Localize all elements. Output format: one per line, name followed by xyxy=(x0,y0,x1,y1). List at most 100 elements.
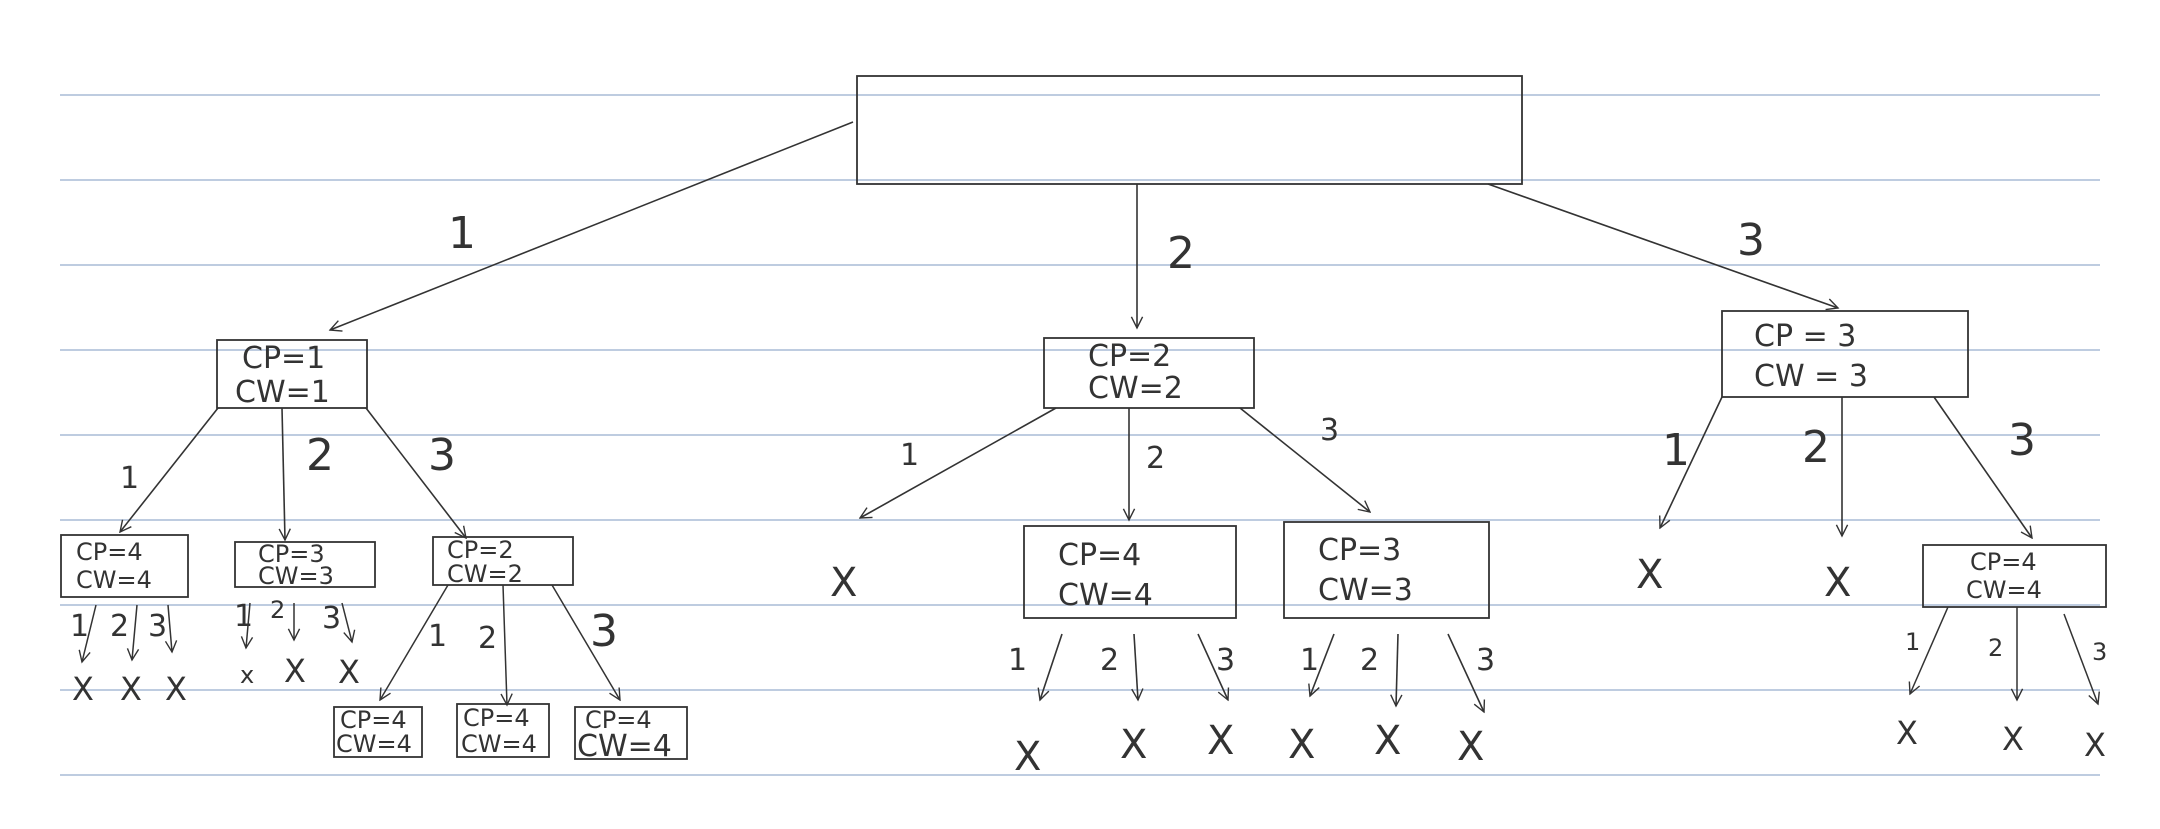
edge-b2c2-2 xyxy=(1134,633,1138,700)
edge-label-b1-3: 3 xyxy=(428,430,456,481)
edge-b3c3-3 xyxy=(2063,613,2098,704)
node-b2 xyxy=(1043,337,1255,409)
leaf-b1c2-1: x xyxy=(240,661,254,689)
edge-b1c2-1 xyxy=(246,602,250,648)
edge-label-b2c2-2: 2 xyxy=(1100,643,1119,678)
edge-label-root-1: 1 xyxy=(448,208,476,259)
edge-label-b3c3-2: 2 xyxy=(1988,634,2003,662)
node-b1c1-line2: CW=4 xyxy=(76,566,152,594)
leaf-b2c3-1: X xyxy=(1288,722,1315,768)
edge-b3-to-b3c1 xyxy=(1660,396,1723,528)
leaf-b3c2: X xyxy=(1824,560,1851,606)
node-b2c3-line2: CW=3 xyxy=(1318,573,1413,608)
edge-label-b1-2: 2 xyxy=(306,430,334,481)
leaf-b2c3-3: X xyxy=(1457,724,1484,770)
edge-label-b1c3-2: 2 xyxy=(478,621,497,656)
edge-b1c3-3 xyxy=(551,584,620,700)
edge-label-b3-3: 3 xyxy=(2008,415,2036,466)
edge-b2c3-3 xyxy=(1447,633,1484,712)
edge-b1c1-3 xyxy=(168,604,172,652)
edge-label-b2-3: 3 xyxy=(1320,413,1339,448)
node-b1c3-line1: CP=2 xyxy=(447,536,514,564)
node-b1c3c1 xyxy=(333,706,423,758)
node-b1c2-line1: CP=3 xyxy=(258,540,325,568)
edge-label-b1c2-2: 2 xyxy=(270,596,285,624)
edge-b1c3-1 xyxy=(380,584,449,700)
node-b1c3c2-line1: CP=4 xyxy=(463,704,530,732)
ruled-lines xyxy=(60,94,2100,776)
edge-b1c1-2 xyxy=(132,604,137,660)
leaf-b2c1: X xyxy=(830,560,857,606)
node-b1c1-line1: CP=4 xyxy=(76,538,143,566)
node-b1c2 xyxy=(234,541,376,588)
node-b1c3c1-line1: CP=4 xyxy=(340,706,407,734)
node-b2-line1: CP=2 xyxy=(1088,339,1171,374)
edge-label-b2c3-3: 3 xyxy=(1476,643,1495,678)
leaf-b3c3-1: X xyxy=(1896,714,1918,752)
node-b1c1 xyxy=(60,534,189,598)
edge-label-b2-1: 1 xyxy=(900,438,919,473)
edge-b2c3-2 xyxy=(1396,633,1398,706)
edge-b1-to-b1c1 xyxy=(120,407,219,532)
root-node xyxy=(856,75,1523,185)
node-b2c2-line1: CP=4 xyxy=(1058,538,1141,573)
node-b1c2-line2: CW=3 xyxy=(258,562,334,590)
edge-label-b2c3-1: 1 xyxy=(1300,643,1319,678)
edge-label-b1c2-3: 3 xyxy=(322,601,341,636)
edge-b2-to-b2c1 xyxy=(860,407,1057,518)
edge-b1-to-b1c2 xyxy=(282,407,285,540)
node-b1c3c3-line2: CW=4 xyxy=(577,729,672,764)
node-b2-line2: CW=2 xyxy=(1088,371,1183,406)
edge-label-b3-1: 1 xyxy=(1662,425,1690,476)
leaf-b2c3-2: X xyxy=(1374,718,1401,764)
leaf-b3c1: X xyxy=(1636,552,1663,598)
edge-b1c3-2 xyxy=(503,584,507,705)
leaf-b3c3-3: X xyxy=(2084,726,2106,764)
edge-label-b1c2-1: 1 xyxy=(234,599,253,634)
edge-b2c2-3 xyxy=(1197,633,1228,700)
edge-label-b3-2: 2 xyxy=(1802,422,1830,473)
edge-b1c2-3 xyxy=(341,602,352,642)
node-b2c2 xyxy=(1023,525,1237,619)
leaf-b1c1-3: X xyxy=(165,670,187,708)
leaf-b3c3-2: X xyxy=(2002,720,2024,758)
leaf-b1c1-1: X xyxy=(72,670,94,708)
edge-label-b1c3-1: 1 xyxy=(428,619,447,654)
leaf-b1c1-2: X xyxy=(120,670,142,708)
edge-label-b1c1-1: 1 xyxy=(70,609,89,644)
node-b2c3 xyxy=(1283,521,1490,619)
edge-b2c3-1 xyxy=(1310,633,1335,696)
node-b1 xyxy=(216,339,368,409)
node-b3-line1: CP = 3 xyxy=(1754,319,1856,354)
edge-label-b1c1-2: 2 xyxy=(110,609,129,644)
node-b1c3c3-line1: CP=4 xyxy=(585,706,652,734)
edge-b1c1-1 xyxy=(82,604,97,662)
node-b2c3-line1: CP=3 xyxy=(1318,533,1401,568)
leaf-b1c2-2: X xyxy=(284,652,306,690)
leaf-b1c2-3: X xyxy=(338,653,360,691)
edge-root-to-branch-3 xyxy=(1487,183,1838,308)
node-b3 xyxy=(1721,310,1969,398)
node-b3c3 xyxy=(1922,544,2107,608)
leaf-b2c2-3: X xyxy=(1207,718,1234,764)
edge-label-root-2: 2 xyxy=(1167,228,1195,279)
edge-label-b2c2-1: 1 xyxy=(1008,643,1027,678)
edge-root-to-branch-1 xyxy=(330,121,854,330)
node-b3c3-line2: CW=4 xyxy=(1966,576,2042,604)
edge-label-b3c3-3: 3 xyxy=(2092,638,2107,666)
leaf-b2c2-2: X xyxy=(1120,722,1147,768)
edge-label-b2-2: 2 xyxy=(1146,441,1165,476)
edge-label-b3c3-1: 1 xyxy=(1905,628,1920,656)
node-b2c2-line2: CW=4 xyxy=(1058,578,1153,613)
node-b3-line2: CW = 3 xyxy=(1754,359,1868,394)
node-b1c3-line2: CW=2 xyxy=(447,560,523,588)
node-b1-line2: CW=1 xyxy=(235,375,330,410)
edge-b2-to-b2c3 xyxy=(1239,407,1370,512)
edge-label-b1-1: 1 xyxy=(120,461,139,496)
edge-label-b1c3-3: 3 xyxy=(590,606,618,657)
node-b1c3c3 xyxy=(574,706,688,760)
node-b1-line1: CP=1 xyxy=(242,341,325,376)
edge-b3-to-b3c3 xyxy=(1933,396,2032,538)
node-b1c3c2-line2: CW=4 xyxy=(461,730,537,758)
